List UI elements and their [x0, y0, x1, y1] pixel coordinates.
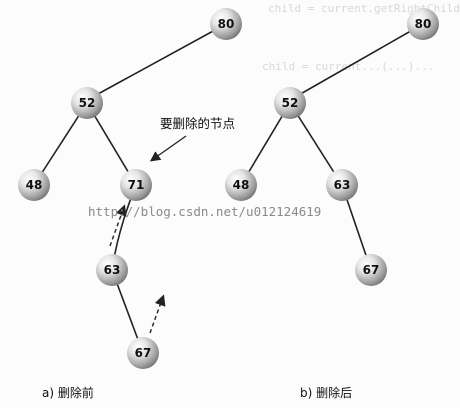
annotation-arrow — [149, 135, 187, 162]
edge-80-52-after — [289, 23, 424, 101]
background-code-line-1: child = current.getRightChild... — [268, 2, 460, 15]
caption-after: b) 删除后 — [300, 385, 352, 400]
node-80-label: 80 — [218, 17, 235, 31]
node-48: 48 — [18, 169, 50, 201]
node-67-label: 67 — [135, 346, 152, 360]
node-63: 63 — [96, 254, 128, 286]
node-48-after-label: 48 — [233, 178, 250, 192]
edge-52-48 — [33, 102, 88, 186]
node-63-after-label: 63 — [334, 178, 351, 192]
node-48-after: 48 — [225, 169, 257, 201]
node-52: 52 — [71, 87, 103, 119]
node-80: 80 — [210, 8, 242, 40]
node-71-label: 71 — [128, 178, 145, 192]
node-80-after: 80 — [407, 8, 439, 40]
node-67-after: 67 — [355, 254, 387, 286]
edge-80-52 — [86, 23, 227, 101]
node-48-label: 48 — [26, 178, 43, 192]
node-67-after-label: 67 — [363, 263, 380, 277]
edge-52-63-after — [289, 102, 343, 186]
caption-before: a) 删除前 — [42, 385, 94, 400]
node-52-after-label: 52 — [282, 96, 299, 110]
node-80-after-label: 80 — [415, 17, 432, 31]
delete-target-annotation: 要删除的节点 — [160, 116, 235, 131]
node-63-label: 63 — [104, 263, 121, 277]
node-71: 71 — [120, 169, 152, 201]
node-63-after: 63 — [326, 169, 358, 201]
move-arrow-67-up — [149, 294, 166, 334]
node-52-after: 52 — [274, 87, 306, 119]
node-67: 67 — [127, 337, 159, 369]
watermark: http://blog.csdn.net/u012124619 — [88, 204, 321, 219]
node-52-label: 52 — [79, 96, 96, 110]
before-tree: 要删除的节点 80 52 48 71 63 67 a) 删除前 — [18, 8, 242, 400]
after-tree: 80 52 48 63 67 b) 删除后 — [225, 8, 439, 400]
